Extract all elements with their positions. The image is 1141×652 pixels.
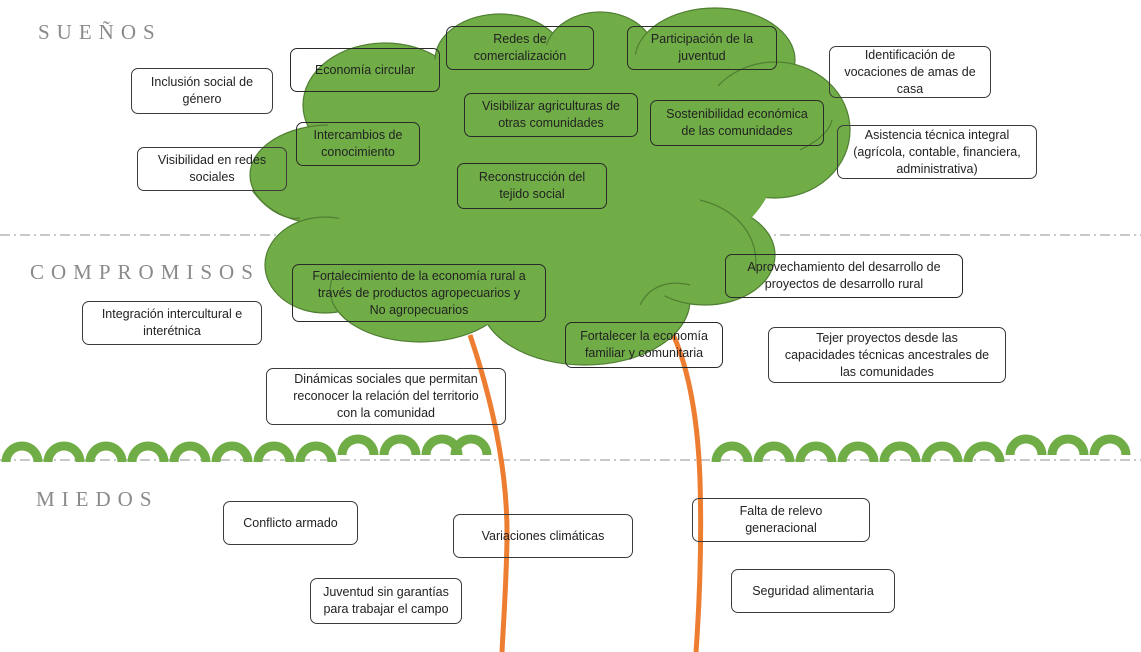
canopy-inner-lines (251, 119, 833, 306)
note-participacion-juventud: Participación de la juventud (627, 26, 777, 70)
note-economia-circular: Economía circular (290, 48, 440, 92)
note-visibilizar-agriculturas: Visibilizar agriculturas de otras comuni… (464, 93, 638, 137)
note-integracion-intercultural: Integración intercultural e interétnica (82, 301, 262, 345)
note-redes-comercializacion: Redes de comercialización (446, 26, 594, 70)
note-juventud-sin-garantias: Juventud sin garantías para trabajar el … (310, 578, 462, 624)
note-falta-relevo: Falta de relevo generacional (692, 498, 870, 542)
note-asistencia-tecnica: Asistencia técnica integral (agrícola, c… (837, 125, 1037, 179)
note-intercambios-conocimiento: Intercambios de conocimiento (296, 122, 420, 166)
grass-right (711, 434, 1131, 463)
note-seguridad-alimentaria: Seguridad alimentaria (731, 569, 895, 613)
section-label-dreams: SUEÑOS (38, 20, 162, 44)
note-tejer-proyectos: Tejer proyectos desde las capacidades té… (768, 327, 1006, 383)
note-fortalecer-economia-familiar: Fortalecer la economía familiar y comuni… (565, 322, 723, 368)
note-inclusion-genero: Inclusión social de género (131, 68, 273, 114)
trunk-right (657, 310, 704, 652)
note-dinamicas-sociales: Dinámicas sociales que permitan reconoce… (266, 368, 506, 425)
tree-canopy (249, 7, 851, 366)
note-fortalecimiento-rural: Fortalecimiento de la economía rural a t… (292, 264, 546, 322)
section-label-commitments: COMPROMISOS (30, 260, 260, 284)
section-label-fears: MIEDOS (36, 487, 159, 511)
note-conflicto-armado: Conflicto armado (223, 501, 358, 545)
trunk-left (467, 334, 510, 652)
grass-left (1, 434, 492, 463)
note-sostenibilidad-economica: Sostenibilidad económica de las comunida… (650, 100, 824, 146)
note-visibilidad-redes: Visibilidad en redes sociales (137, 147, 287, 191)
note-reconstruccion-tejido: Reconstrucción del tejido social (457, 163, 607, 209)
note-variaciones-climaticas: Variaciones climáticas (453, 514, 633, 558)
note-identificacion-vocaciones: Identificación de vocaciones de amas de … (829, 46, 991, 98)
note-aprovechamiento-desarrollo: Aprovechamiento del desarrollo de proyec… (725, 254, 963, 298)
